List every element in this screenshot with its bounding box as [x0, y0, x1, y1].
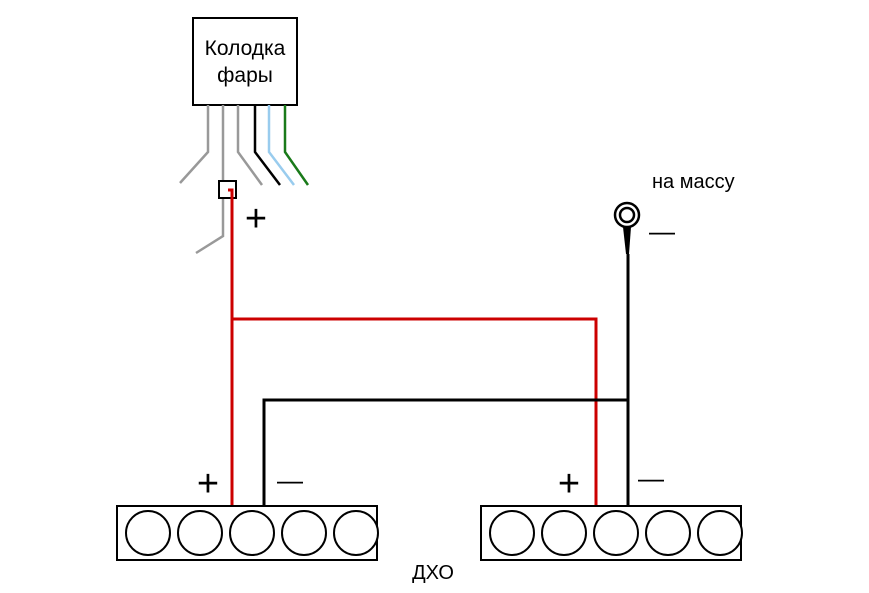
drl-module-left-lamps	[125, 510, 379, 556]
light-blue-wire	[267, 105, 295, 186]
headlight-connector: Колодка фары	[192, 17, 298, 106]
plus-sign-right-drl: +	[558, 463, 580, 505]
black-wire	[253, 105, 281, 186]
drl-lamp-left-1	[125, 510, 171, 556]
positive-branch-wire	[232, 317, 598, 507]
minus-sign-right-drl: —	[638, 463, 664, 493]
ground-ring-inner	[618, 206, 636, 224]
drl-lamp-right-3	[593, 510, 639, 556]
drl-lamp-right-5	[697, 510, 743, 556]
positive-main-wire	[228, 188, 234, 507]
ground-lug	[623, 227, 631, 254]
drl-lamp-right-2	[541, 510, 587, 556]
drl-label: ДХО	[412, 562, 454, 584]
connector-label-line2: фары	[217, 64, 273, 87]
connector-wires	[179, 105, 310, 255]
plus-sign-left-drl: +	[197, 463, 219, 505]
plus-sign-tap: +	[245, 198, 267, 240]
drl-lamp-left-5	[333, 510, 379, 556]
drl-module-right	[480, 505, 743, 561]
negative-branch-wire	[262, 398, 628, 507]
positive-wiring	[228, 188, 598, 507]
drl-module-right-lamps	[489, 510, 743, 556]
connector-box	[192, 17, 298, 106]
negative-wiring	[262, 254, 630, 507]
gray-wire-2-tapped	[195, 105, 225, 255]
drl-lamp-left-2	[177, 510, 223, 556]
drl-lamp-left-3	[229, 510, 275, 556]
drl-module-left	[116, 505, 379, 561]
ground-label: на массу	[652, 171, 735, 193]
green-wire	[283, 105, 310, 186]
drl-lamp-right-1	[489, 510, 535, 556]
drl-lamp-right-4	[645, 510, 691, 556]
minus-sign-ground: —	[649, 216, 675, 246]
ground-terminal	[613, 201, 641, 254]
drl-lamp-left-4	[281, 510, 327, 556]
connector-label-line1: Колодка	[205, 37, 286, 60]
minus-sign-left-drl: —	[277, 465, 303, 495]
gray-wire-1	[179, 105, 210, 184]
gray-wire-3	[236, 105, 264, 186]
